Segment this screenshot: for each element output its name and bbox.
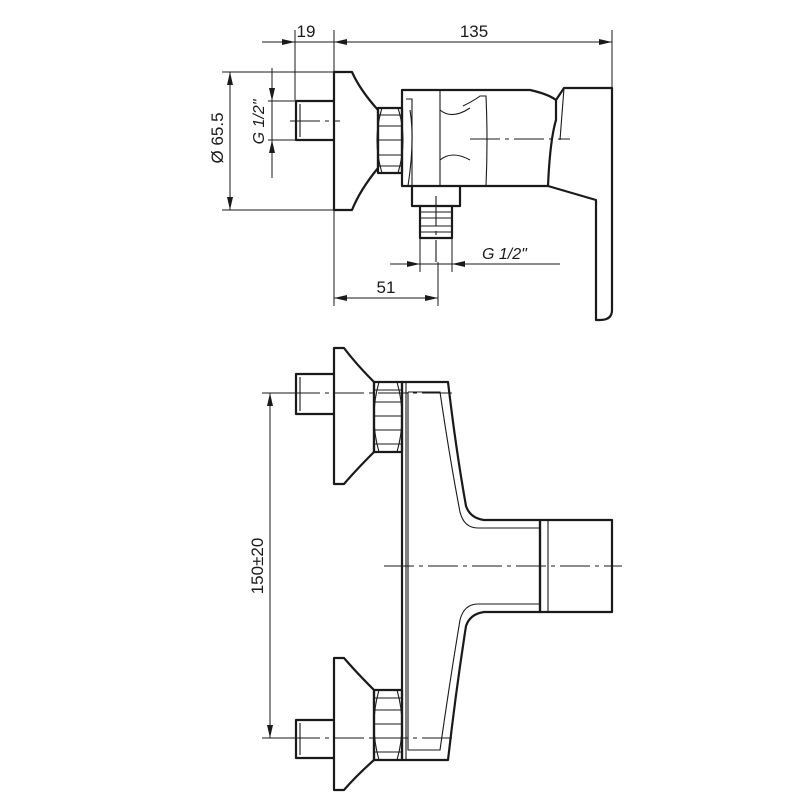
- dimension-51: 51: [333, 210, 439, 306]
- dim-label-inlet-thread: G 1/2": [251, 98, 268, 144]
- dim-label-center-distance: 150±20: [248, 538, 267, 595]
- dimension-diameter: Ø 65.5: [208, 71, 334, 211]
- dim-label-outlet-thread: G 1/2": [482, 246, 528, 263]
- dim-label-51: 51: [377, 278, 396, 297]
- dim-label-diameter: Ø 65.5: [208, 112, 227, 163]
- dim-label-135: 135: [460, 22, 488, 41]
- dimension-inlet-thread: G 1/2": [251, 68, 296, 178]
- dimension-19-135: 19 135: [262, 22, 613, 100]
- dimension-outlet-thread: G 1/2": [390, 238, 560, 272]
- side-view: 19 135 Ø 65.5 G 1/2": [208, 22, 614, 322]
- front-view: 150±20: [248, 346, 622, 792]
- dim-label-19: 19: [297, 22, 316, 41]
- dimension-center-distance: 150±20: [248, 392, 300, 739]
